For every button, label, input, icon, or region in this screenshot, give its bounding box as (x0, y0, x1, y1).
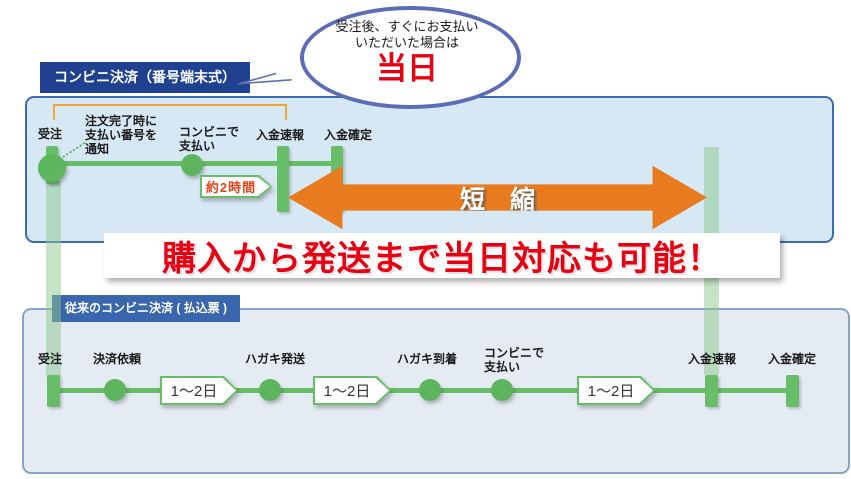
bottom-step-order-label: 受注 (37, 352, 62, 366)
bottom-confirm-node-bar (786, 375, 799, 407)
same-day-banner: 購入から発送まで当日対応も可能！ (104, 233, 780, 278)
shorten-arrow-label: 短 縮 (459, 185, 535, 214)
same-day-bracket (53, 104, 287, 120)
same-day-banner-text: 購入から発送まで当日対応も可能！ (162, 240, 722, 278)
order-connector-bar (46, 181, 61, 377)
top-step-pay-label: コンビニで 支払い (179, 125, 240, 153)
top-step-confirm-label: 入金確定 (323, 128, 372, 142)
duration-tag-3: 1～2日 (577, 376, 655, 405)
speech-bubble-content: 受注後、すぐにお支払い いただいた場合は 当日 (309, 19, 505, 86)
bottom-pay-node (491, 379, 513, 401)
top-step-notify-label: 注文完了時に 支払い番号を 通知 (85, 114, 158, 156)
bottom-request-node (104, 379, 126, 401)
duration-tag-2-fill (315, 378, 389, 403)
two-hour-tag-fill (202, 177, 270, 196)
top-order-node (38, 154, 66, 182)
duration-tag-2: 1～2日 (313, 376, 391, 405)
bubble-line-1: 受注後、すぐにお支払い (335, 19, 479, 34)
bottom-postcard-sent-node (259, 379, 281, 401)
bubble-line-2: いただいた場合は (354, 35, 459, 50)
top-step-order-label: 受注 (37, 127, 62, 141)
top-report-node-bar (277, 146, 289, 212)
bottom-order-node-bar (47, 375, 60, 407)
bottom-step-postcard-arrive-label: ハガキ到着 (396, 352, 457, 366)
bottom-report-node-bar (705, 375, 718, 407)
terminal-panel-title: コンビニ決済（番号端末式） (40, 62, 250, 93)
top-step-report-label: 入金速報 (255, 128, 304, 142)
bubble-highlight: 当日 (376, 51, 438, 86)
bottom-step-postcard-sent-label: ハガキ発送 (244, 352, 305, 366)
two-hour-tag: 約2時間 (200, 175, 272, 198)
traditional-panel-title: 従来のコンビニ決済 ( 払込票 ) (52, 295, 240, 322)
duration-tag-3-label: 1～2日 (587, 383, 635, 400)
bottom-step-request-label: 決済依頼 (92, 352, 141, 366)
two-hour-tag-label: 約2時間 (205, 180, 257, 195)
duration-tag-1: 1～2日 (160, 376, 238, 405)
top-pay-node (181, 154, 203, 176)
duration-tag-2-label: 1～2日 (323, 383, 371, 400)
bottom-postcard-arrive-node (419, 379, 441, 401)
duration-tag-3-fill (579, 378, 653, 403)
bottom-step-confirm-label: 入金確定 (767, 352, 816, 366)
speech-bubble-tail (238, 72, 292, 85)
bottom-step-pay-label: コンビニで 支払い (484, 346, 545, 374)
bottom-step-report-label: 入金速報 (687, 352, 736, 366)
duration-tag-1-label: 1～2日 (170, 383, 218, 400)
duration-tag-1-fill (162, 378, 236, 403)
speech-bubble (300, 6, 521, 109)
